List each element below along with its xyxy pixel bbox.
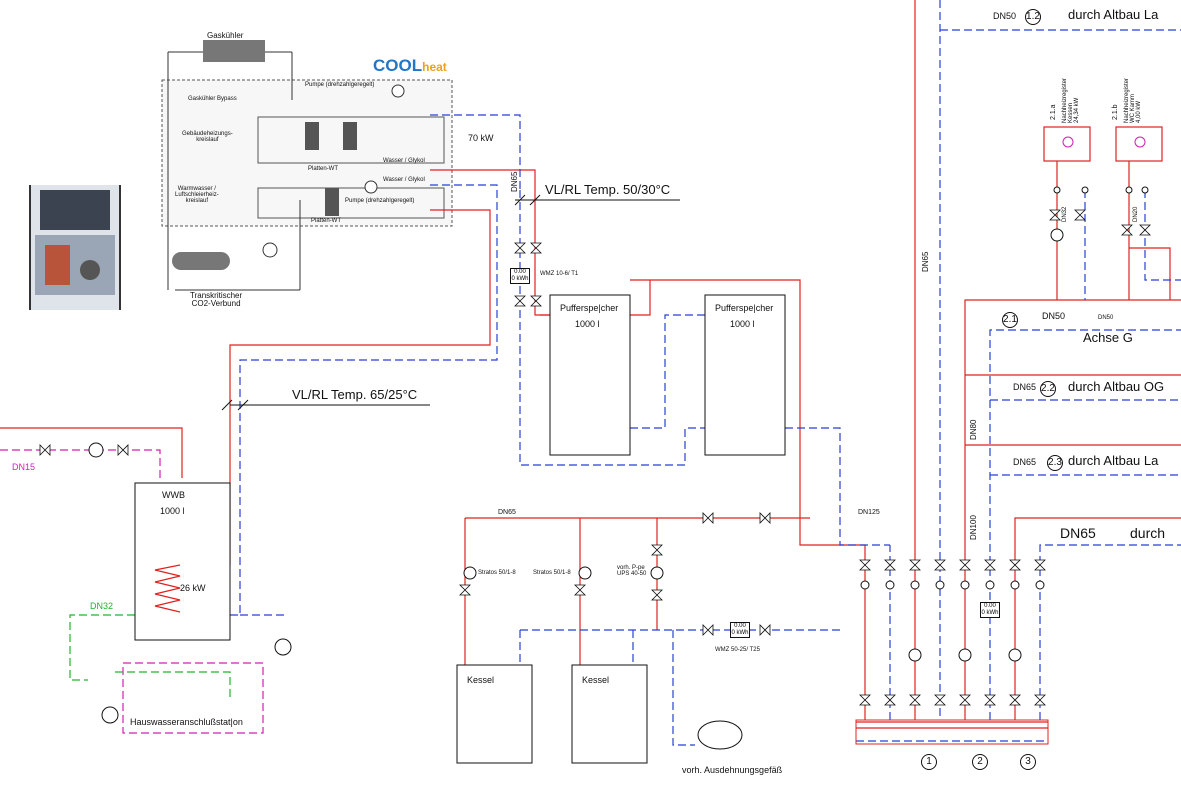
dn32-right-label: DN32 <box>1062 206 1068 222</box>
dn32-green-label: DN32 <box>90 601 114 611</box>
buffer-1-name: Pufferspe|cher <box>560 303 619 313</box>
branch-1-2-text: durch Altbau La <box>1068 7 1159 22</box>
dn100-label: DN100 <box>969 515 978 540</box>
branch-2-3-dn: DN65 <box>1013 457 1037 467</box>
plate-hx-1: Platten-WT <box>308 166 339 172</box>
wwb-name: WWB <box>162 490 185 500</box>
boiler-2 <box>571 664 648 764</box>
heating-coil <box>154 564 181 613</box>
gauge-circles <box>101 136 1149 724</box>
wmz-bottom-label: WMZ 50-25/ T25 <box>715 647 760 653</box>
buffer-2-name: Pufferspe|cher <box>715 303 774 313</box>
plate-hx-2: Platten-WT <box>311 218 342 224</box>
branch-last-dn: DN65 <box>1060 525 1096 541</box>
buffer-tank-2 <box>704 294 786 456</box>
buffer-tank-1 <box>549 294 631 456</box>
heat-pump-3d-image <box>29 185 121 310</box>
dn65-b-label: DN65 <box>498 509 516 516</box>
bypass-label: Gaskühler Bypass <box>188 96 237 102</box>
vlrl-65-label: VL/RL Temp. 65/25°C <box>292 387 418 402</box>
wmz-top-label: WMZ 10-6/ T1 <box>540 271 579 277</box>
buffer-2-volume: 1000 l <box>730 319 755 329</box>
tanks <box>134 294 786 764</box>
manifold-number-2: 2 <box>972 752 988 770</box>
boiler-1 <box>456 664 533 764</box>
pump-bottom-label: Pumpe (drehzahlgeregelt) <box>345 198 415 204</box>
pipe-break-marks <box>221 194 680 411</box>
boiler-2-label: Kessel <box>582 675 610 685</box>
dn65-a-label: DN65 <box>510 171 519 192</box>
vlrl-50-label: VL/RL Temp. 50/30°C <box>545 182 671 197</box>
co2-verbund-label: Transkritischer CO2-Verbund <box>190 291 243 308</box>
house-connection-label: Hauswasseranschlußstat|on <box>130 717 243 727</box>
reheater-1-text: Nachheizregister Kessen 24,34 kW <box>1062 77 1080 123</box>
existing-pump-label: vorh. P-pe UPS 40-50 <box>617 565 647 577</box>
branch-1-2-number: 1.2 <box>1025 7 1041 25</box>
dn125-label: DN125 <box>858 509 880 516</box>
coolheat-logo: COOLheat <box>373 56 447 75</box>
reheater-2-text: Nachheizregister WC Kamm 4,00 kW <box>1124 77 1142 123</box>
manifold-number-1: 1 <box>921 752 937 770</box>
hot-water-tank <box>134 482 231 641</box>
dn20-right-label: DN20 <box>1133 206 1139 222</box>
branch-2-2-number: 2.2 <box>1040 379 1056 397</box>
reheater-2-id: 2.1.b <box>1112 104 1119 120</box>
co2-system-box <box>161 40 453 291</box>
branch-2-3-number: 2.3 <box>1047 453 1063 471</box>
branch-2-2-dn: DN65 <box>1013 382 1037 392</box>
dn15-label: DN15 <box>12 462 36 472</box>
power-70-label: 70 kW <box>468 133 494 143</box>
branch-1-2-dn: DN50 <box>993 11 1017 21</box>
warmwater-circuit-label: Warmwasser / Luftschleierheiz- kreislauf <box>175 186 219 204</box>
branch-2-1-text: Achse G <box>1083 330 1133 345</box>
manifold <box>855 719 1049 745</box>
branch-2-1-number: 2.1 <box>1002 310 1018 328</box>
manifold-number-3: 3 <box>1020 752 1036 770</box>
expansion-vessel-label: vorh. Ausdehnungsgefäß <box>682 765 783 775</box>
branch-2-2-text: durch Altbau OG <box>1068 379 1165 394</box>
pump-top-label: Pumpe (drehzahlgeregelt) <box>305 82 375 88</box>
branch-last-text: durch <box>1130 525 1166 541</box>
boiler-1-label: Kessel <box>467 675 495 685</box>
flow-lines-red <box>0 0 1181 729</box>
branch-2-1-dn: DN50 <box>1042 311 1066 321</box>
dn80-label: DN80 <box>969 419 978 440</box>
water-glycol-1: Wasser / Glykol <box>383 158 425 164</box>
wwb-volume: 1000 l <box>160 506 185 516</box>
water-glycol-2: Wasser / Glykol <box>383 177 425 183</box>
dn65-vertical-label: DN65 <box>921 251 930 272</box>
pumps <box>88 228 1064 662</box>
gaskuehler-label: Gaskühler <box>207 31 244 40</box>
valves <box>39 209 1151 706</box>
branch-2-3-text: durch Altbau La <box>1068 453 1159 468</box>
reheater-1-id: 2.1.a <box>1050 104 1057 120</box>
stratos-1-label: Stratos 50/1-8 <box>478 570 516 576</box>
heating-circuit-label: Gebäudeheizungs- kreislauf <box>182 131 233 143</box>
hot-water-lines <box>0 449 264 734</box>
stratos-2-label: Stratos 50/1-8 <box>533 570 571 576</box>
wwb-power: 26 kW <box>180 583 206 593</box>
branch-dn50-small: DN50 <box>1098 315 1114 321</box>
buffer-1-volume: 1000 l <box>575 319 600 329</box>
